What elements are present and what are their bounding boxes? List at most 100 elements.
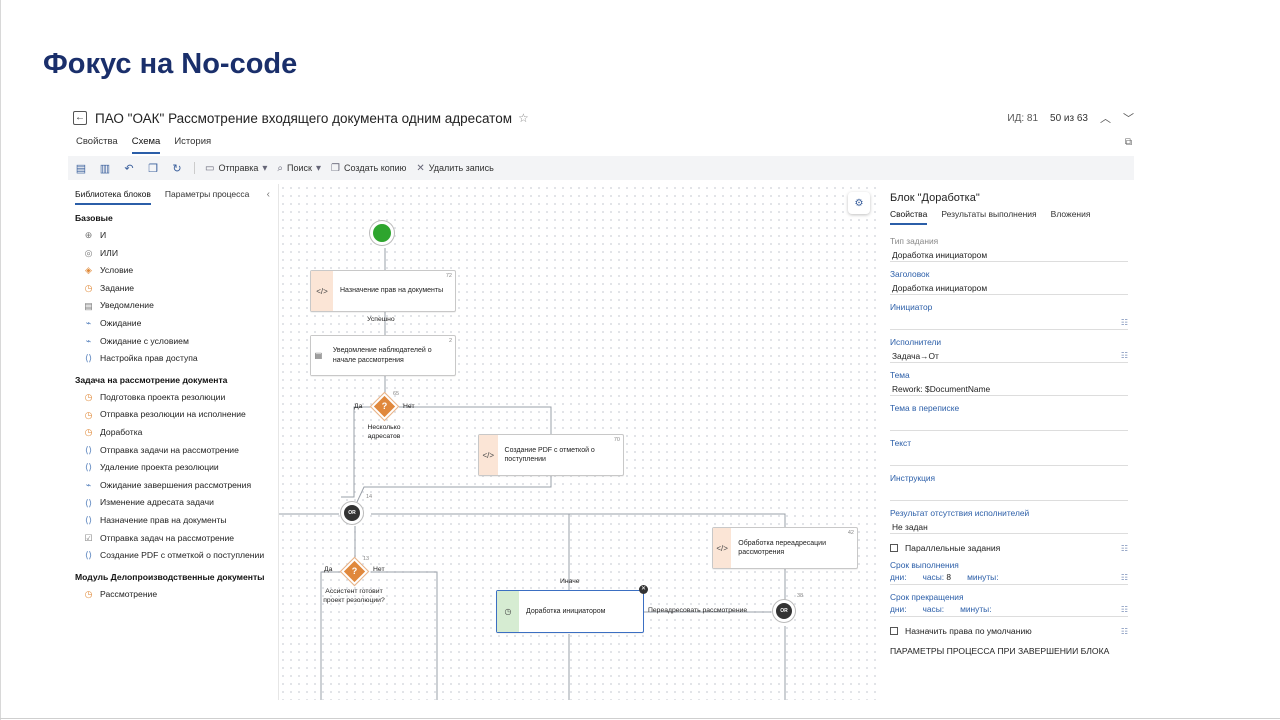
process-canvas[interactable]: ⚙ </> Назначение прав на документы 72 Ус… bbox=[278, 184, 878, 700]
library-item[interactable]: ⟨⟩Изменение адресата задачи bbox=[75, 494, 278, 512]
tab-block-library[interactable]: Библиотека блоков bbox=[75, 189, 151, 205]
library-item[interactable]: ◷ Рассмотрение bbox=[75, 586, 278, 604]
initiator-field[interactable]: Инициатор ☷ bbox=[890, 302, 1128, 330]
clock-icon: ◷ bbox=[84, 588, 93, 599]
tab-history[interactable]: История bbox=[174, 136, 212, 147]
chevron-down-icon[interactable]: ﹀ bbox=[1123, 113, 1134, 125]
close-icon[interactable]: ✕ bbox=[639, 585, 648, 594]
or-gateway-14[interactable]: OR bbox=[341, 502, 363, 524]
text-field[interactable]: Текст bbox=[890, 438, 1128, 466]
settings-icon[interactable]: ☷ bbox=[1120, 605, 1128, 614]
delete-record-label: Удалить запись bbox=[428, 163, 494, 173]
deadline-field[interactable]: Срок выполнения дни: часы: 8 минуты: ☷ bbox=[890, 560, 1128, 585]
node-notify-observers[interactable]: ▤ Уведомление наблюдателей о начале расс… bbox=[310, 335, 456, 376]
star-icon[interactable]: ☆ bbox=[517, 111, 529, 125]
slide-title: Фокус на No-code bbox=[43, 48, 298, 80]
node-rework-initiator[interactable]: ◷ Доработка инициатором bbox=[496, 590, 644, 633]
send-button[interactable]: ▭ Отправка ▾ bbox=[205, 163, 267, 174]
checkbox-box[interactable] bbox=[890, 544, 898, 552]
edge-label-redirect: Переадресовать рассмотрение bbox=[648, 607, 748, 614]
checklist-icon: ☑ bbox=[84, 532, 93, 543]
field-value bbox=[890, 485, 1128, 501]
absent-result-field[interactable]: Результат отсутствия исполнителей Не зад… bbox=[890, 508, 1128, 534]
library-item[interactable]: ◷Доработка bbox=[75, 424, 278, 442]
library-item[interactable]: ◈Условие bbox=[75, 262, 278, 280]
field-value: Не задан bbox=[890, 520, 1128, 534]
library-item[interactable]: ◷Задание bbox=[75, 280, 278, 298]
library-group-title: Базовые bbox=[75, 213, 113, 223]
duration-inputs[interactable]: дни: часы: 8 минуты: bbox=[890, 572, 1128, 585]
library-item[interactable]: ⌁Ожидание с условием bbox=[75, 333, 278, 351]
copy-icon[interactable]: ❐ bbox=[148, 162, 158, 175]
chevron-up-icon[interactable]: ︿ bbox=[1100, 113, 1111, 125]
external-link-icon[interactable]: ⧉ bbox=[1124, 137, 1132, 148]
save-as-icon[interactable]: ▥ bbox=[99, 162, 111, 175]
subject-field[interactable]: Тема Rework: $DocumentName bbox=[890, 370, 1128, 396]
settings-icon[interactable]: ☷ bbox=[1120, 626, 1128, 636]
field-label: Инструкция bbox=[890, 473, 936, 483]
library-item[interactable]: ⊕И bbox=[75, 227, 278, 245]
library-item-label: Настройка прав доступа bbox=[100, 353, 198, 364]
checkbox-box[interactable] bbox=[890, 627, 898, 635]
node-redirect-processing[interactable]: </> Обработка переадресации рассмотрения… bbox=[712, 527, 858, 569]
start-event[interactable] bbox=[370, 221, 394, 245]
properties-tabs: Свойства Результаты выполнения Вложения bbox=[890, 209, 1134, 225]
settings-icon[interactable]: ☷ bbox=[1120, 573, 1128, 582]
library-item[interactable]: ▤Уведомление bbox=[75, 297, 278, 315]
chevron-left-icon[interactable]: ‹ bbox=[266, 189, 270, 200]
stop-term-field[interactable]: Срок прекращения дни: часы: минуты: ☷ bbox=[890, 592, 1128, 617]
arrow-left-icon[interactable]: ← bbox=[73, 111, 87, 125]
tab-properties[interactable]: Свойства bbox=[76, 136, 118, 147]
delete-record-button[interactable]: ✕ Удалить запись bbox=[416, 163, 493, 174]
clock-icon: ◷ bbox=[84, 427, 93, 438]
minutes-label: минуты: bbox=[960, 604, 992, 614]
send-icon: ▭ bbox=[205, 162, 215, 174]
canvas-settings-icon[interactable]: ⚙ bbox=[848, 192, 870, 214]
library-item[interactable]: ⟨⟩Отправка задачи на рассмотрение bbox=[75, 442, 278, 460]
tab-schema[interactable]: Схема bbox=[131, 136, 161, 154]
instruction-field[interactable]: Инструкция bbox=[890, 473, 1128, 501]
refresh-icon[interactable]: ↻ bbox=[172, 162, 182, 175]
library-item[interactable]: ⌁Ожидание завершения рассмотрения bbox=[75, 477, 278, 495]
create-copy-button[interactable]: ❐ Создать копию bbox=[331, 163, 406, 174]
header-field[interactable]: Заголовок Доработка инициатором bbox=[890, 269, 1128, 295]
library-item[interactable]: ◎ИЛИ bbox=[75, 245, 278, 263]
settings-icon[interactable]: ☷ bbox=[1120, 318, 1128, 327]
node-create-pdf[interactable]: </> Создание PDF с отметкой о поступлени… bbox=[478, 434, 624, 476]
default-rights-checkbox[interactable]: Назначить права по умолчанию ☷ bbox=[890, 626, 1128, 636]
checkbox-label: Назначить права по умолчанию bbox=[905, 626, 1032, 636]
task-type-field[interactable]: Тип задания Доработка инициатором bbox=[890, 236, 1128, 262]
library-item[interactable]: ◷Отправка резолюции на исполнение bbox=[75, 406, 278, 424]
library-item[interactable]: ⟨⟩Создание PDF с отметкой о поступлении bbox=[75, 547, 278, 565]
library-item[interactable]: ⟨⟩Удаление проекта резолюции bbox=[75, 459, 278, 477]
field-value: Задача→От bbox=[890, 349, 1128, 363]
tab-results[interactable]: Результаты выполнения bbox=[941, 209, 1037, 219]
settings-icon[interactable]: ☷ bbox=[1120, 543, 1128, 553]
node-assign-rights[interactable]: </> Назначение прав на документы 72 bbox=[310, 270, 456, 312]
library-item[interactable]: ⟨⟩Настройка прав доступа bbox=[75, 350, 278, 368]
tab-attachments[interactable]: Вложения bbox=[1050, 209, 1091, 219]
settings-icon[interactable]: ☷ bbox=[1120, 351, 1128, 360]
undo-icon[interactable]: ↶ bbox=[124, 162, 134, 175]
code-icon: </> bbox=[311, 271, 333, 311]
library-item[interactable]: ⟨⟩Назначение прав на документы bbox=[75, 512, 278, 530]
parallel-tasks-checkbox[interactable]: Параллельные задания ☷ bbox=[890, 543, 1128, 553]
library-item-label: Рассмотрение bbox=[100, 588, 158, 599]
tab-props[interactable]: Свойства bbox=[890, 209, 928, 225]
or-icon: ◎ bbox=[84, 247, 93, 258]
slide-left-border bbox=[0, 0, 1, 720]
library-item[interactable]: ☑Отправка задач на рассмотрение bbox=[75, 530, 278, 548]
performers-field[interactable]: Исполнители Задача→От ☷ bbox=[890, 337, 1128, 363]
library-item[interactable]: ◷Подготовка проекта резолюции bbox=[75, 389, 278, 407]
library-item-label: Условие bbox=[100, 265, 134, 276]
duration-inputs[interactable]: дни: часы: минуты: bbox=[890, 604, 1128, 617]
tab-process-params[interactable]: Параметры процесса bbox=[164, 189, 250, 199]
copy-icon: ❐ bbox=[331, 162, 340, 174]
save-icon[interactable]: ▤ bbox=[75, 162, 87, 175]
or-gateway-38[interactable]: OR bbox=[773, 600, 795, 622]
field-value bbox=[890, 415, 1128, 431]
close-icon: ✕ bbox=[416, 162, 425, 174]
search-button[interactable]: ⌕ Поиск ▾ bbox=[277, 163, 321, 174]
library-item[interactable]: ⌁Ожидание bbox=[75, 315, 278, 333]
correspondence-subject-field[interactable]: Тема в переписке bbox=[890, 403, 1128, 431]
